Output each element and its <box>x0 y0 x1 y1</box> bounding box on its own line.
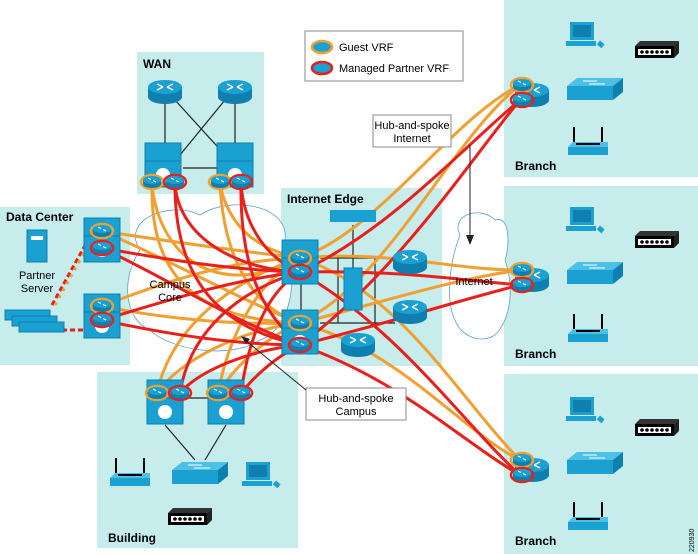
zone-title-building: Building <box>108 531 156 545</box>
hub-spoke-internet-callout <box>372 114 452 148</box>
partner-server-label-1: Partner <box>19 270 55 282</box>
zone-title-branch-top: Branch <box>515 159 556 173</box>
building-access-switch-icon <box>171 461 229 485</box>
hub-spoke-campus-line1: Hub-and-spoke <box>318 393 393 405</box>
wan-router-left <box>147 79 183 105</box>
wan-router-right <box>217 79 253 105</box>
legend: Guest VRF Managed Partner VRF <box>304 30 464 82</box>
guest-vrf-legend-icon <box>310 39 334 55</box>
zone-title-branch-bottom: Branch <box>515 534 556 548</box>
campus-core-label-1: Campus <box>150 279 191 291</box>
edge-router-top <box>392 249 428 275</box>
callout-arrow-campus <box>244 339 307 391</box>
hub-spoke-internet-line2: Internet <box>393 133 430 145</box>
server-stack-icon <box>4 309 65 333</box>
zone-title-data-center: Data Center <box>6 210 74 224</box>
hub-spoke-campus-line2: Campus <box>336 406 377 418</box>
firewall-icon <box>343 267 363 311</box>
vrf-markers <box>89 76 535 484</box>
figure-id: 220930 <box>689 529 696 552</box>
partner-server-icon <box>26 229 48 263</box>
zone-title-internet-edge: Internet Edge <box>287 192 364 206</box>
legend-guest-vrf: Guest VRF <box>339 42 394 54</box>
legend-managed-partner-vrf: Managed Partner VRF <box>339 63 449 75</box>
edge-router-middle <box>392 299 428 325</box>
zone-title-wan: WAN <box>143 57 171 71</box>
internet-label: Internet <box>455 276 492 288</box>
server-slot <box>31 236 43 240</box>
hub-spoke-internet-line1: Hub-and-spoke <box>374 120 449 132</box>
partner-vrf-legend-icon <box>310 60 334 76</box>
dc-dashed-links <box>50 239 93 332</box>
hub-spoke-campus-callout <box>305 387 407 421</box>
campus-core-label-2: Core <box>158 292 182 304</box>
building-phone-device-icon <box>168 508 212 525</box>
edge-appliance-icon <box>330 210 376 222</box>
arrowhead-icon <box>466 235 474 245</box>
edge-links <box>300 225 395 324</box>
zone-title-branch-middle: Branch <box>515 347 556 361</box>
partner-server-label-2: Server <box>21 283 54 295</box>
arrowhead-icon <box>241 336 250 344</box>
edge-router-bottom <box>340 332 376 358</box>
